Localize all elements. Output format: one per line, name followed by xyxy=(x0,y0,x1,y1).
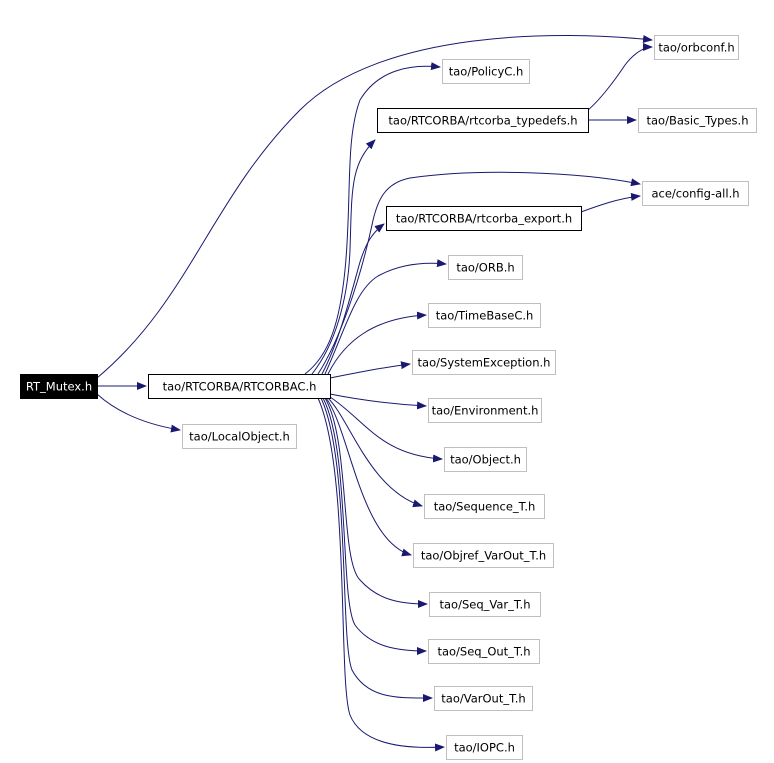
node-label: tao/VarOut_T.h xyxy=(441,692,525,706)
node-box xyxy=(444,447,527,472)
node-box xyxy=(434,686,533,711)
node-box xyxy=(182,424,297,449)
edge-rtcorbac-to-orb xyxy=(324,259,447,375)
node-label: tao/Seq_Var_T.h xyxy=(440,598,531,612)
node-box xyxy=(428,639,540,664)
edge-rtcorbac-to-iopc xyxy=(317,397,445,752)
node-box xyxy=(638,108,757,133)
edge-rtcorba_export-to-config_all xyxy=(580,192,641,213)
node-box xyxy=(148,374,331,399)
edge-rtcorbac-to-config_all xyxy=(317,171,641,375)
node-label: tao/SystemException.h xyxy=(418,356,551,370)
node-rtcorba-typedefs[interactable]: tao/RTCORBA/rtcorba_typedefs.h xyxy=(377,108,589,133)
edge-rtcorbac-to-sequence_t xyxy=(327,397,423,508)
node-box xyxy=(642,181,749,206)
node-rtcorbac[interactable]: tao/RTCORBA/RTCORBAC.h xyxy=(148,374,331,399)
node-objref-varout-t[interactable]: tao/Objref_VarOut_T.h xyxy=(413,543,554,568)
node-rt-mutex: RT_Mutex.h xyxy=(20,374,98,399)
node-label: tao/TimeBaseC.h xyxy=(436,309,534,323)
node-box xyxy=(442,59,530,84)
node-box xyxy=(446,735,523,760)
edges-layer xyxy=(96,34,653,752)
node-box xyxy=(429,592,541,617)
node-label: tao/RTCORBA/RTCORBAC.h xyxy=(163,380,317,394)
node-environment[interactable]: tao/Environment.h xyxy=(428,398,542,423)
edge-rtcorbac-to-timebasec xyxy=(327,311,427,375)
node-object[interactable]: tao/Object.h xyxy=(444,447,527,472)
node-varout-t[interactable]: tao/VarOut_T.h xyxy=(434,686,533,711)
node-seq-out-t[interactable]: tao/Seq_Out_T.h xyxy=(428,639,540,664)
node-orb[interactable]: tao/ORB.h xyxy=(448,255,523,280)
node-label: tao/Basic_Types.h xyxy=(646,114,748,128)
node-label: tao/Objref_VarOut_T.h xyxy=(421,549,546,563)
edge-rtcorbac-to-objref_varout_t xyxy=(325,397,412,557)
node-rtcorba-export[interactable]: tao/RTCORBA/rtcorba_export.h xyxy=(386,206,582,231)
node-localobject[interactable]: tao/LocalObject.h xyxy=(182,424,297,449)
edge-rtcorba_typedefs-to-orbconf xyxy=(587,43,653,111)
edge-rt_mutex-to-orbconf xyxy=(96,34,653,379)
edge-rtcorbac-to-rtcorba_typedefs xyxy=(311,139,376,375)
node-box xyxy=(428,398,542,423)
edge-rtcorbac-to-object xyxy=(329,396,443,463)
node-box xyxy=(448,255,523,280)
node-box xyxy=(412,350,556,375)
node-basic-types[interactable]: tao/Basic_Types.h xyxy=(638,108,757,133)
node-label: tao/IOPC.h xyxy=(454,741,515,755)
edge-rtcorbac-to-varout_t xyxy=(320,397,433,703)
node-box xyxy=(377,108,589,133)
node-label: tao/Sequence_T.h xyxy=(434,500,536,514)
edge-rtcorbac-to-rtcorba_export xyxy=(321,223,385,375)
node-timebasec[interactable]: tao/TimeBaseC.h xyxy=(428,303,541,328)
node-iopc[interactable]: tao/IOPC.h xyxy=(446,735,523,760)
node-box xyxy=(428,303,541,328)
node-orbconf[interactable]: tao/orbconf.h xyxy=(654,35,739,60)
nodes-layer: RT_Mutex.h tao/RTCORBA/RTCORBAC.h tao/Loca… xyxy=(20,35,757,760)
node-label: tao/PolicyC.h xyxy=(449,65,524,79)
node-label: tao/Environment.h xyxy=(432,404,539,418)
edge-rt_mutex-to-localobject xyxy=(96,393,181,433)
edge-rtcorbac-to-environment xyxy=(329,393,427,410)
node-label: tao/ORB.h xyxy=(456,261,514,275)
node-box xyxy=(424,494,545,519)
node-label: tao/RTCORBA/rtcorba_typedefs.h xyxy=(388,114,577,128)
node-box xyxy=(413,543,554,568)
node-seq-var-t[interactable]: tao/Seq_Var_T.h xyxy=(429,592,541,617)
node-config-all[interactable]: ace/config-all.h xyxy=(642,181,749,206)
node-label: tao/orbconf.h xyxy=(658,41,734,55)
node-policyc[interactable]: tao/PolicyC.h xyxy=(442,59,530,84)
node-box xyxy=(386,206,582,231)
node-label: RT_Mutex.h xyxy=(26,380,92,394)
node-sequence-t[interactable]: tao/Sequence_T.h xyxy=(424,494,545,519)
node-label: ace/config-all.h xyxy=(651,187,739,201)
edge-rtcorbac-to-policyc xyxy=(304,62,441,375)
node-label: tao/LocalObject.h xyxy=(189,430,290,444)
node-box xyxy=(20,374,98,399)
node-label: tao/Seq_Out_T.h xyxy=(437,645,530,659)
node-label: tao/Object.h xyxy=(450,453,521,467)
node-box xyxy=(654,35,739,60)
edge-rtcorbac-to-systemexception xyxy=(329,361,411,379)
node-label: tao/RTCORBA/rtcorba_export.h xyxy=(396,212,572,226)
node-systemexception[interactable]: tao/SystemException.h xyxy=(412,350,556,375)
edge-rtcorbac-to-seq_var_t xyxy=(324,397,428,608)
edge-rtcorbac-to-seq_out_t xyxy=(322,397,427,655)
